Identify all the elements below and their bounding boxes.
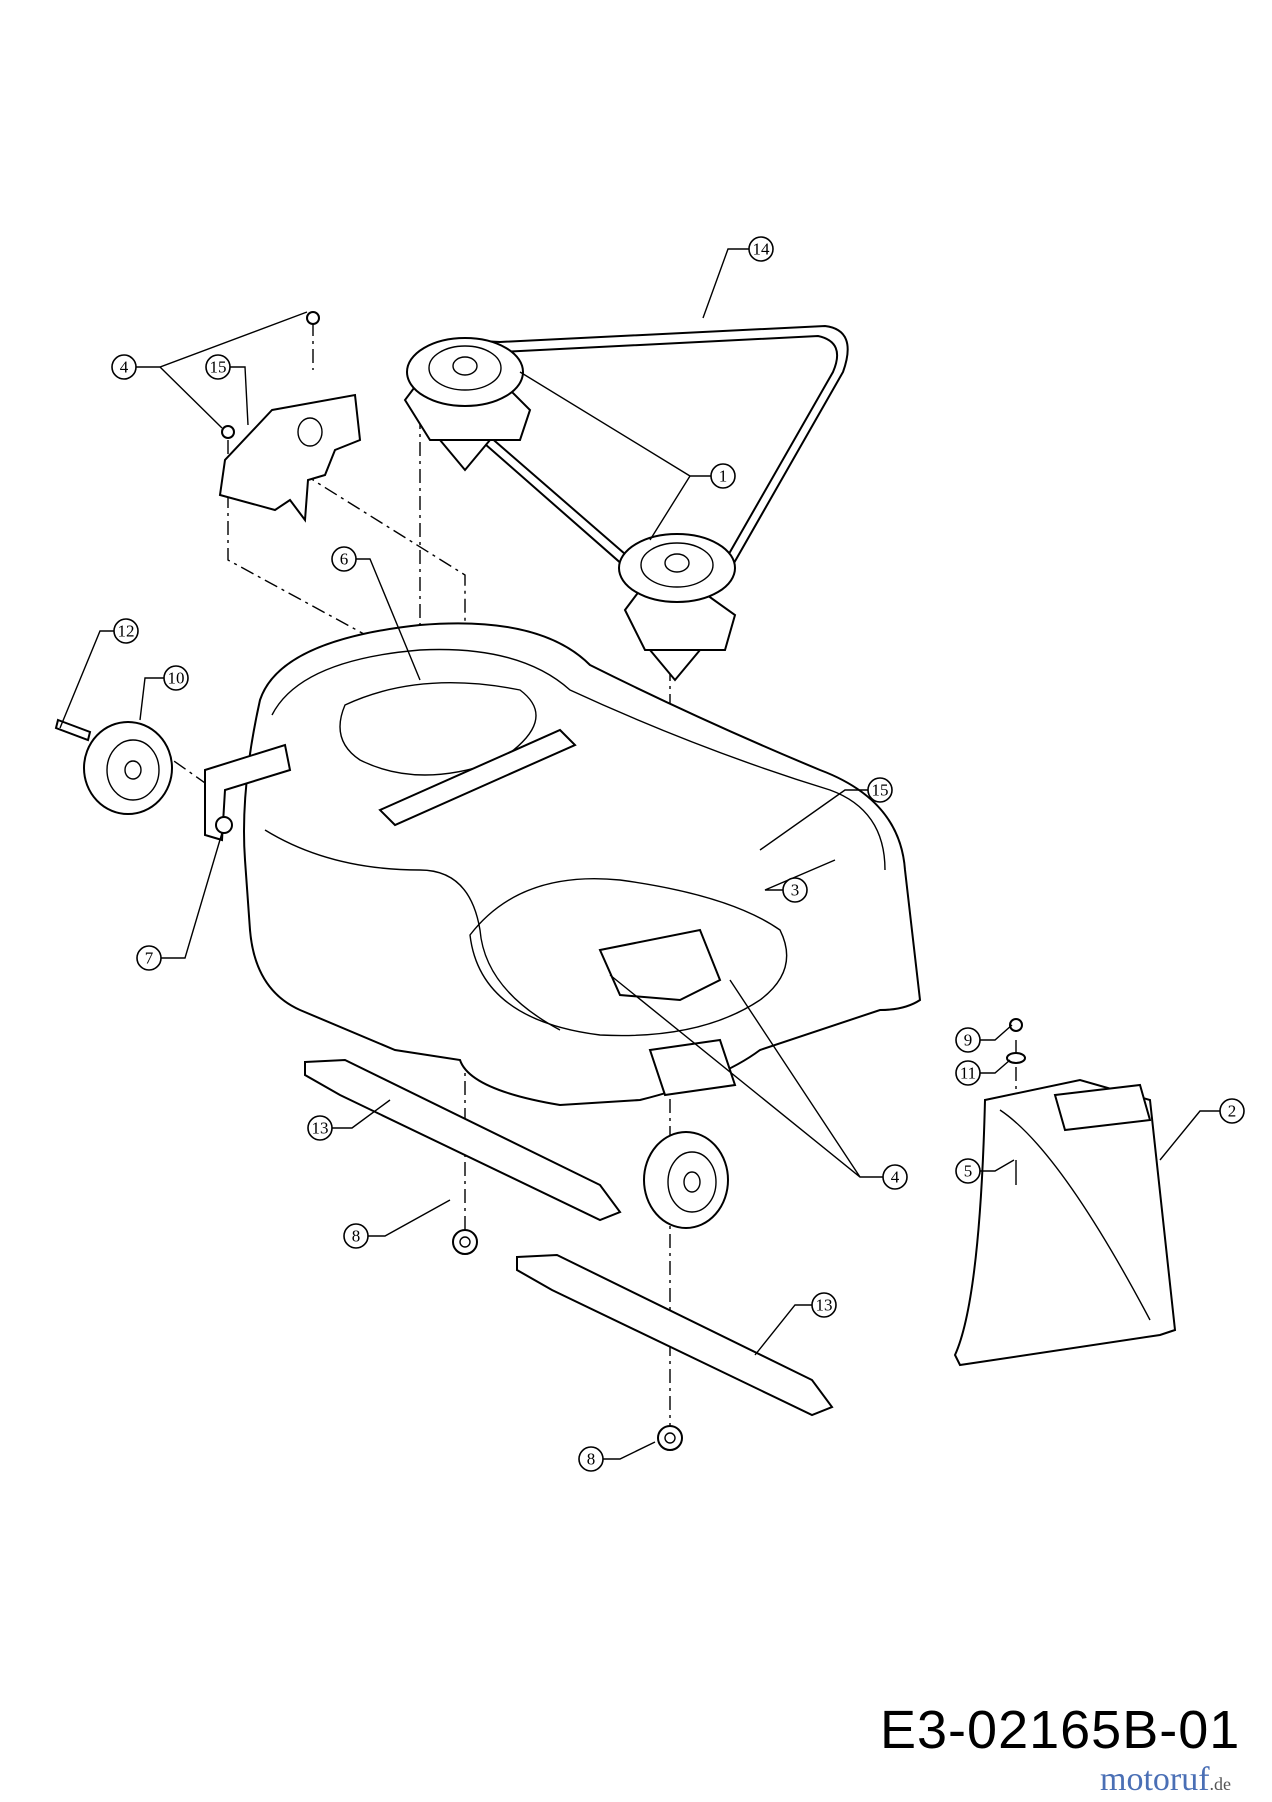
callout-8-left: 8	[343, 1223, 369, 1249]
svg-text:10: 10	[168, 669, 185, 688]
callout-4-deck: 4	[882, 1164, 908, 1190]
callout-6: 6	[331, 546, 357, 572]
svg-text:7: 7	[145, 949, 154, 968]
mower-blade-right	[516, 1253, 834, 1451]
callout-7: 7	[136, 945, 162, 971]
callout-3: 3	[782, 877, 808, 903]
svg-text:4: 4	[120, 358, 129, 377]
svg-text:2: 2	[1228, 1102, 1237, 1121]
callout-leaders	[59, 248, 1220, 1460]
callout-15-top: 15	[205, 354, 231, 380]
callout-9: 9	[955, 1027, 981, 1053]
svg-text:3: 3	[791, 881, 800, 900]
belt-guard-bracket	[218, 311, 362, 523]
spindle-pulley-lower	[618, 533, 737, 682]
svg-text:1: 1	[719, 467, 728, 486]
callout-13-left: 13	[307, 1115, 333, 1141]
callout-5: 5	[955, 1158, 981, 1184]
gauge-wheel-left	[54, 718, 233, 834]
callout-13-right: 13	[811, 1292, 837, 1318]
svg-text:15: 15	[210, 358, 227, 377]
callout-4-top: 4	[111, 354, 137, 380]
svg-text:6: 6	[340, 550, 349, 569]
svg-text:14: 14	[753, 240, 771, 259]
cutting-deck	[204, 622, 922, 1107]
callout-14: 14	[748, 236, 774, 262]
svg-text:5: 5	[964, 1162, 973, 1181]
discharge-chute	[953, 1018, 1177, 1367]
svg-text:11: 11	[960, 1064, 976, 1083]
svg-text:8: 8	[352, 1227, 361, 1246]
svg-text:13: 13	[816, 1296, 833, 1315]
watermark-logo: motoruf.de	[1100, 1762, 1231, 1802]
svg-text:9: 9	[964, 1031, 973, 1050]
callout-12: 12	[113, 618, 139, 644]
gauge-wheel-right	[643, 1131, 729, 1229]
svg-text:15: 15	[872, 781, 889, 800]
callout-1: 1	[710, 463, 736, 489]
watermark-suffix: .de	[1209, 1774, 1232, 1794]
svg-text:4: 4	[891, 1168, 900, 1187]
watermark-text: motoruf	[1100, 1761, 1210, 1798]
svg-text:13: 13	[312, 1119, 329, 1138]
mower-blade-left	[304, 1058, 622, 1255]
callout-10: 10	[163, 665, 189, 691]
callout-15-deck: 15	[867, 777, 893, 803]
callout-11: 11	[955, 1060, 981, 1086]
callout-2: 2	[1219, 1098, 1245, 1124]
svg-text:8: 8	[587, 1450, 596, 1469]
spindle-pulley-upper	[403, 337, 532, 472]
drawing-number: E3-02165B-01	[880, 1700, 1241, 1760]
svg-text:12: 12	[118, 622, 135, 641]
callout-8-right: 8	[578, 1446, 604, 1472]
